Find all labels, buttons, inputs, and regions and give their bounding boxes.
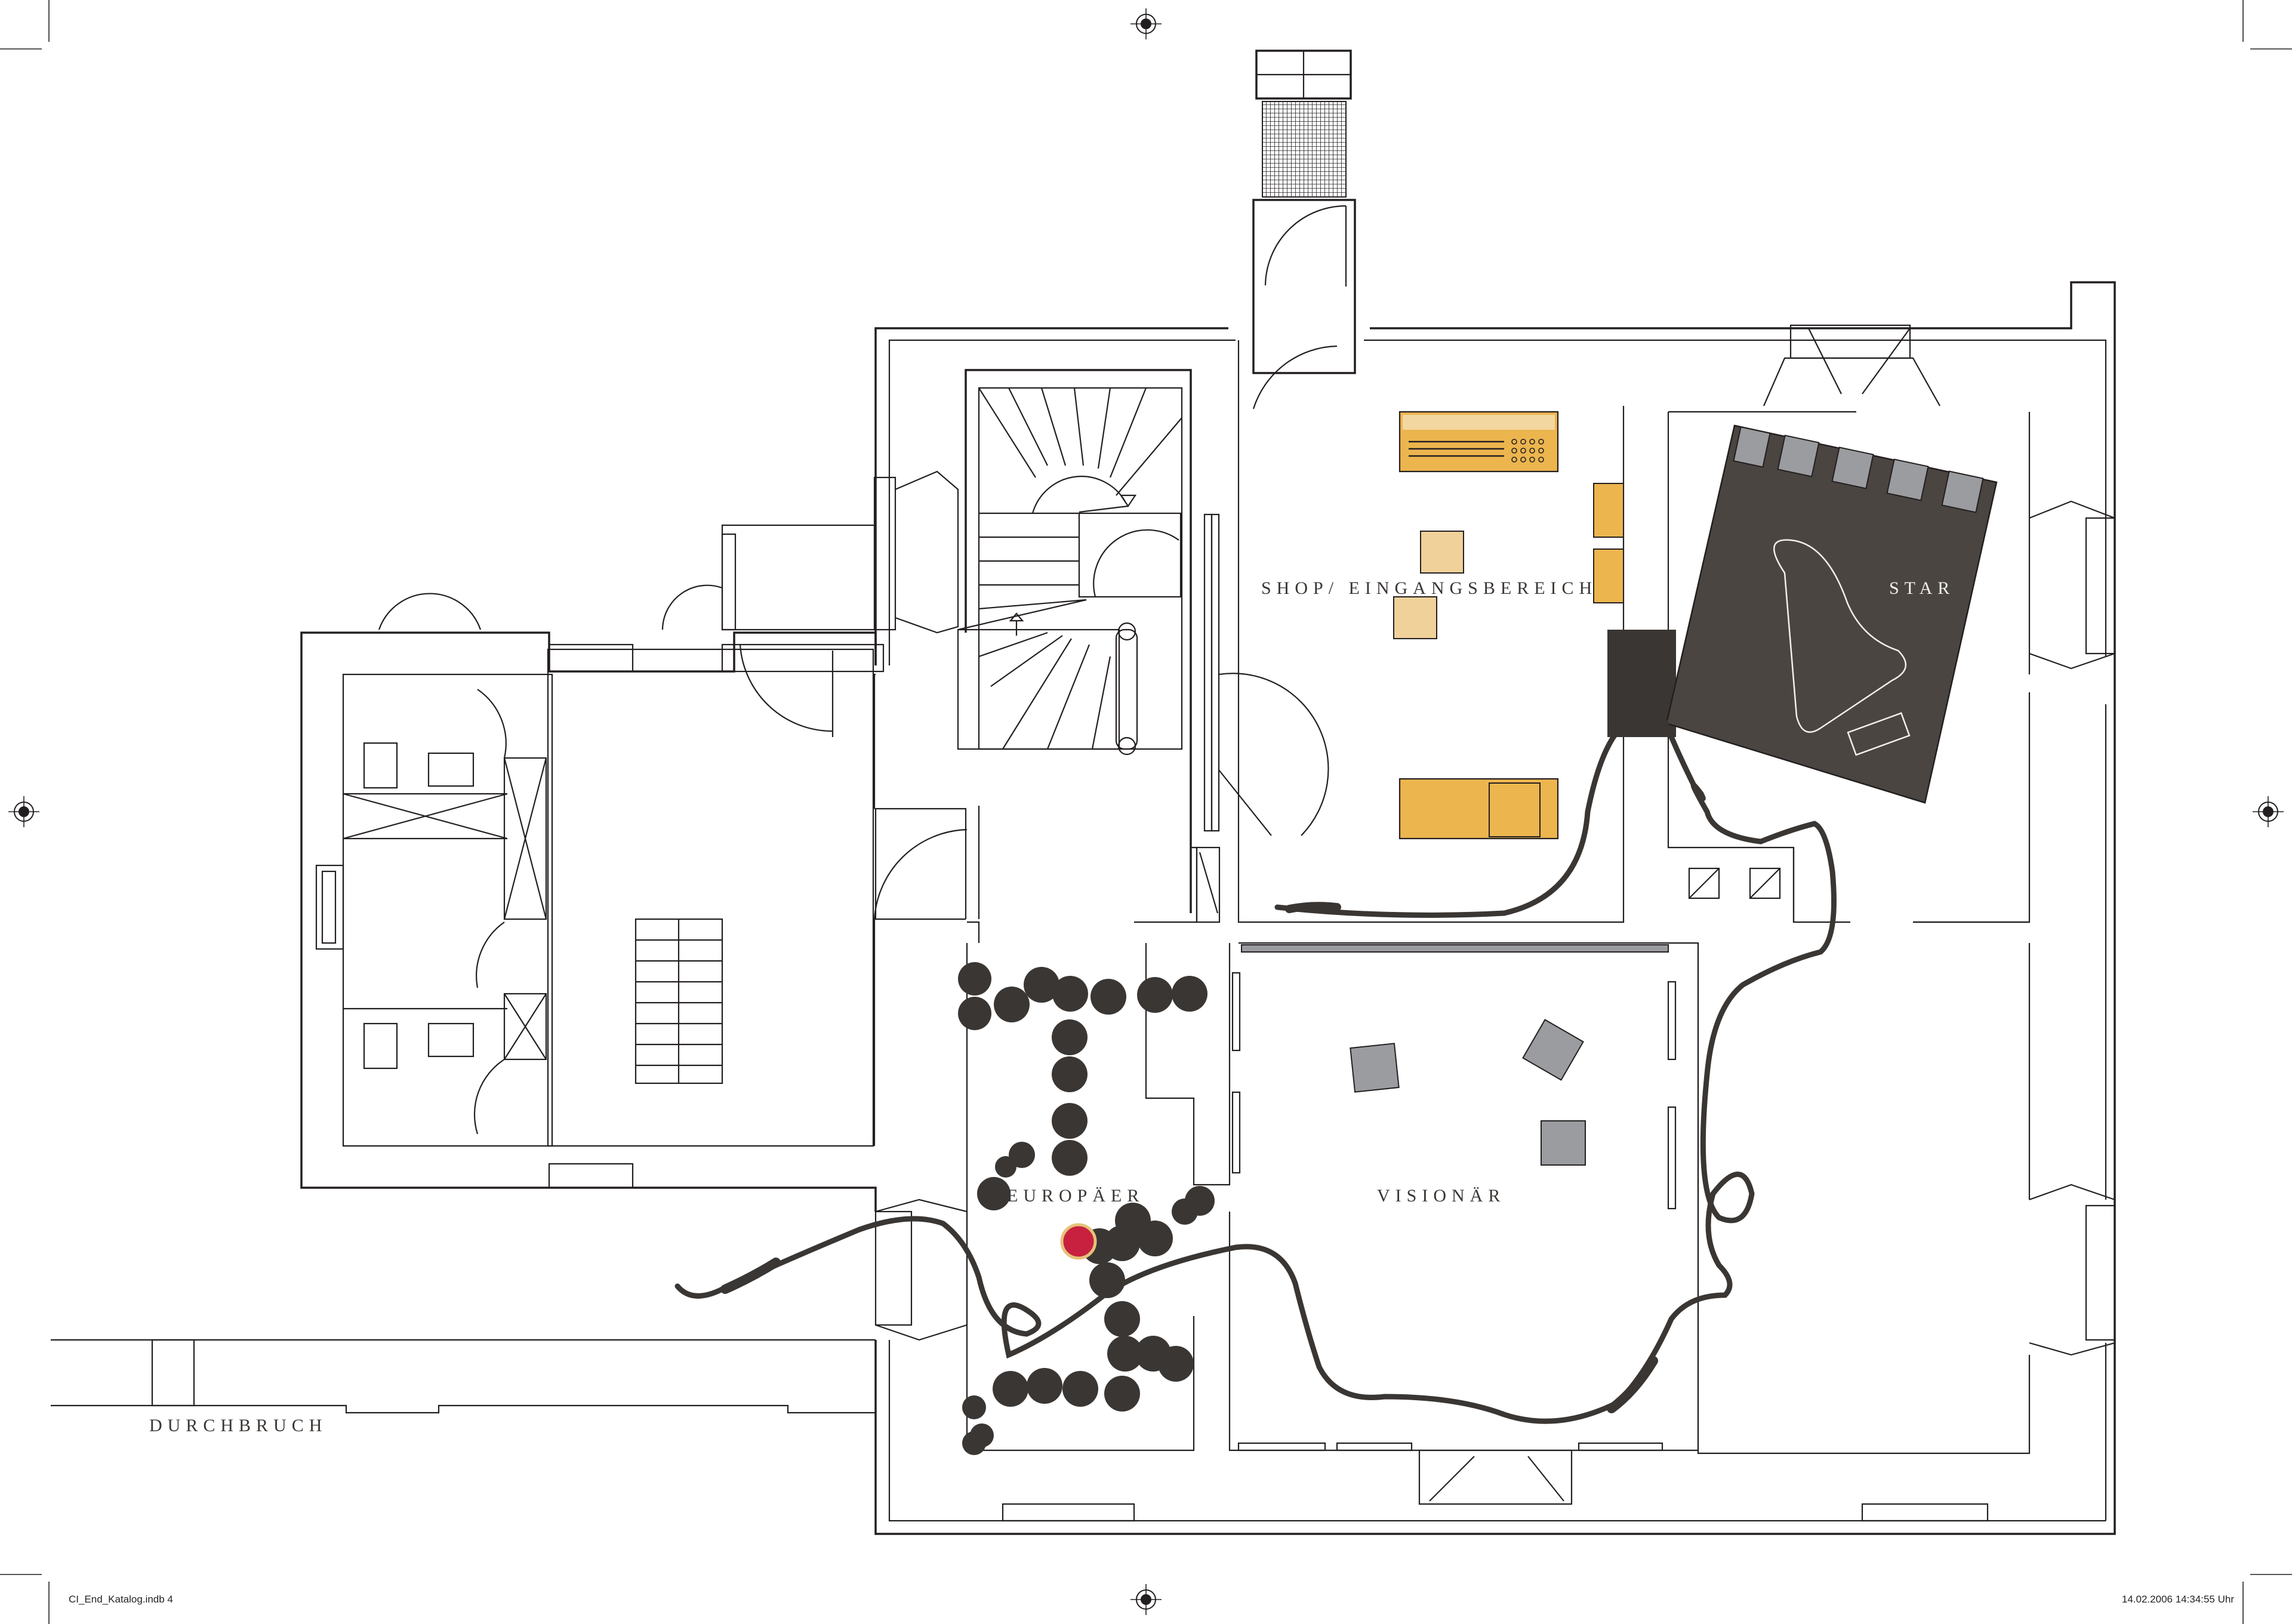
registration-mark-icon [1130, 1584, 1162, 1615]
room-label-shop: SHOP/ EINGANGSBEREICH [1261, 578, 1597, 598]
accent-dot [1060, 1223, 1097, 1260]
exhibit-box [1350, 1043, 1400, 1093]
room-label-durchbruch: DURCHBRUCH [149, 1416, 327, 1435]
room-label-visionaer: VISIONÄR [1377, 1186, 1505, 1206]
registration-mark-icon [1130, 8, 1162, 39]
star-installation: STAR [1665, 424, 1998, 899]
display-plinth [1420, 531, 1464, 574]
left-wing-interior [343, 644, 968, 1135]
footer-filename: CI_End_Katalog.indb 4 [69, 1594, 173, 1605]
registration-mark-icon [2253, 796, 2284, 827]
display-plinth [1393, 596, 1437, 639]
building-outline [51, 50, 2116, 1535]
display-case [1593, 483, 1624, 538]
footer-timestamp: 14.02.2006 14:34:55 Uhr [2122, 1594, 2234, 1605]
exhibit-box [1522, 1019, 1584, 1081]
shop-area [1203, 411, 1676, 840]
ribbon-path [674, 713, 1837, 1424]
grand-piano-icon [1773, 539, 1911, 756]
exhibit-box [1541, 1120, 1586, 1166]
room-label-europaeer: EUROPÄER [1007, 1186, 1144, 1206]
spiral-staircase-icon [957, 387, 1183, 756]
room-label-star: STAR [1889, 578, 1955, 598]
counter [1398, 778, 1559, 840]
display-case [1593, 548, 1624, 603]
europaeer-dots [958, 962, 1215, 1455]
registration-mark-icon [8, 796, 39, 827]
visionaer-room [1231, 944, 1677, 1452]
